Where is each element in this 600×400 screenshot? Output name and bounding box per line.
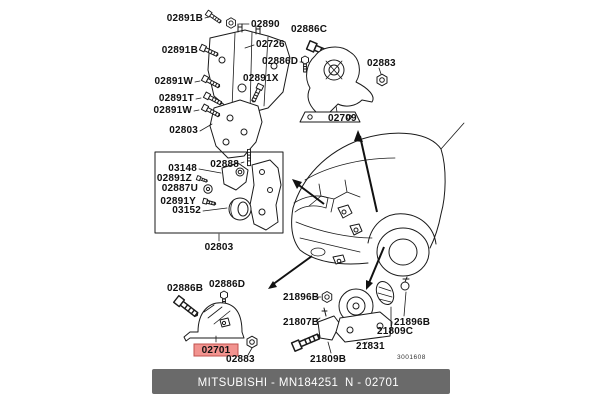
arrow-to-boxed-assembly	[292, 179, 325, 205]
bolt-icon	[172, 294, 201, 320]
callout-02886d: 02886D	[209, 279, 245, 290]
callout-02701-highlighted: 02701	[202, 345, 231, 356]
callout-02891b: 02891B	[162, 45, 198, 56]
washer-icon	[203, 184, 213, 194]
mount-02701-drawing	[183, 302, 245, 342]
nut-icon	[376, 73, 388, 87]
callout-02886c: 02886C	[291, 24, 327, 35]
callout-21809c: 21809C	[377, 326, 413, 337]
callout-02886b: 02886B	[167, 283, 203, 294]
rear-mount-group: 21896B 21807B 21809C 21896B 21831 21809B…	[283, 276, 430, 365]
callout-02888: 02888	[210, 159, 239, 170]
footer-bar: MITSUBISHI - MN184251 N - 02701	[152, 369, 450, 394]
callout-02891x: 02891X	[243, 73, 279, 84]
stud-icon	[247, 148, 251, 167]
nut-icon	[321, 291, 333, 303]
arrow-to-front-mount	[268, 255, 313, 289]
callout-02891t: 02891T	[159, 93, 194, 104]
small-fastener-21896b-drawing	[400, 281, 410, 291]
callout-02891z: 02891Z	[157, 173, 192, 184]
wheel-drawing	[376, 227, 430, 277]
mount-02709-drawing	[306, 46, 374, 113]
upper-bracket-group: 02891B 02890 02891B 02726 02891W 02891X …	[154, 9, 291, 159]
callout-02891y: 02891Y	[160, 196, 196, 207]
callout-21896b: 21896B	[283, 292, 319, 303]
callout-02887u: 02887U	[162, 183, 198, 194]
front-mount-group: 02886B 02886D 02701 02883	[167, 279, 258, 365]
callout-02891w: 02891W	[154, 105, 193, 116]
callout-02726: 02726	[256, 39, 285, 50]
screw-icon	[195, 175, 209, 184]
bracket-02726-drawing	[207, 29, 291, 115]
sheet-code: 3001608	[397, 354, 426, 361]
bracket-plate-drawing	[249, 159, 282, 231]
callout-21809b: 21809B	[310, 354, 346, 365]
callout-03148: 03148	[168, 163, 197, 174]
footer-brand-partnumber: MITSUBISHI - MN184251	[198, 377, 339, 389]
callout-02891b: 02891B	[167, 13, 203, 24]
bracket-03148-drawing	[221, 162, 249, 191]
car-front-outline	[268, 122, 465, 290]
callout-02709: 02709	[328, 113, 357, 124]
nut-icon	[226, 17, 236, 29]
damper-21809c-drawing	[375, 280, 395, 306]
callout-03152: 03152	[172, 205, 201, 216]
right-mount-group: 02886C 02886D 02883 02709	[262, 24, 396, 124]
callout-02886d: 02886D	[262, 56, 298, 67]
assembly-box	[154, 151, 284, 234]
callout-02883: 02883	[226, 354, 255, 365]
callout-02883: 02883	[367, 58, 396, 69]
mount-location-marker	[332, 204, 363, 265]
callout-21896b: 21896B	[394, 317, 430, 328]
callout-21831: 21831	[356, 341, 385, 352]
callout-02890: 02890	[251, 19, 280, 30]
nut-icon	[246, 335, 258, 349]
highlight-box-02701	[193, 343, 239, 357]
footer-bar-background	[152, 369, 450, 394]
callout-21807b: 21807B	[283, 317, 319, 328]
callout-02803: 02803	[169, 125, 198, 136]
bracket-02803-drawing	[209, 99, 263, 159]
arrow-to-right-mount	[354, 130, 378, 213]
bolt-icon	[290, 331, 323, 352]
callout-02803: 02803	[205, 242, 234, 253]
boxed-assembly-group: 02888 03148 02891Z 02887U 02891Y 03152 0…	[154, 148, 284, 253]
callout-02891w: 02891W	[155, 76, 194, 87]
arrow-to-rear-mount	[366, 246, 385, 290]
screw-icon	[202, 197, 217, 207]
footer-reference: N - 02701	[345, 377, 399, 389]
